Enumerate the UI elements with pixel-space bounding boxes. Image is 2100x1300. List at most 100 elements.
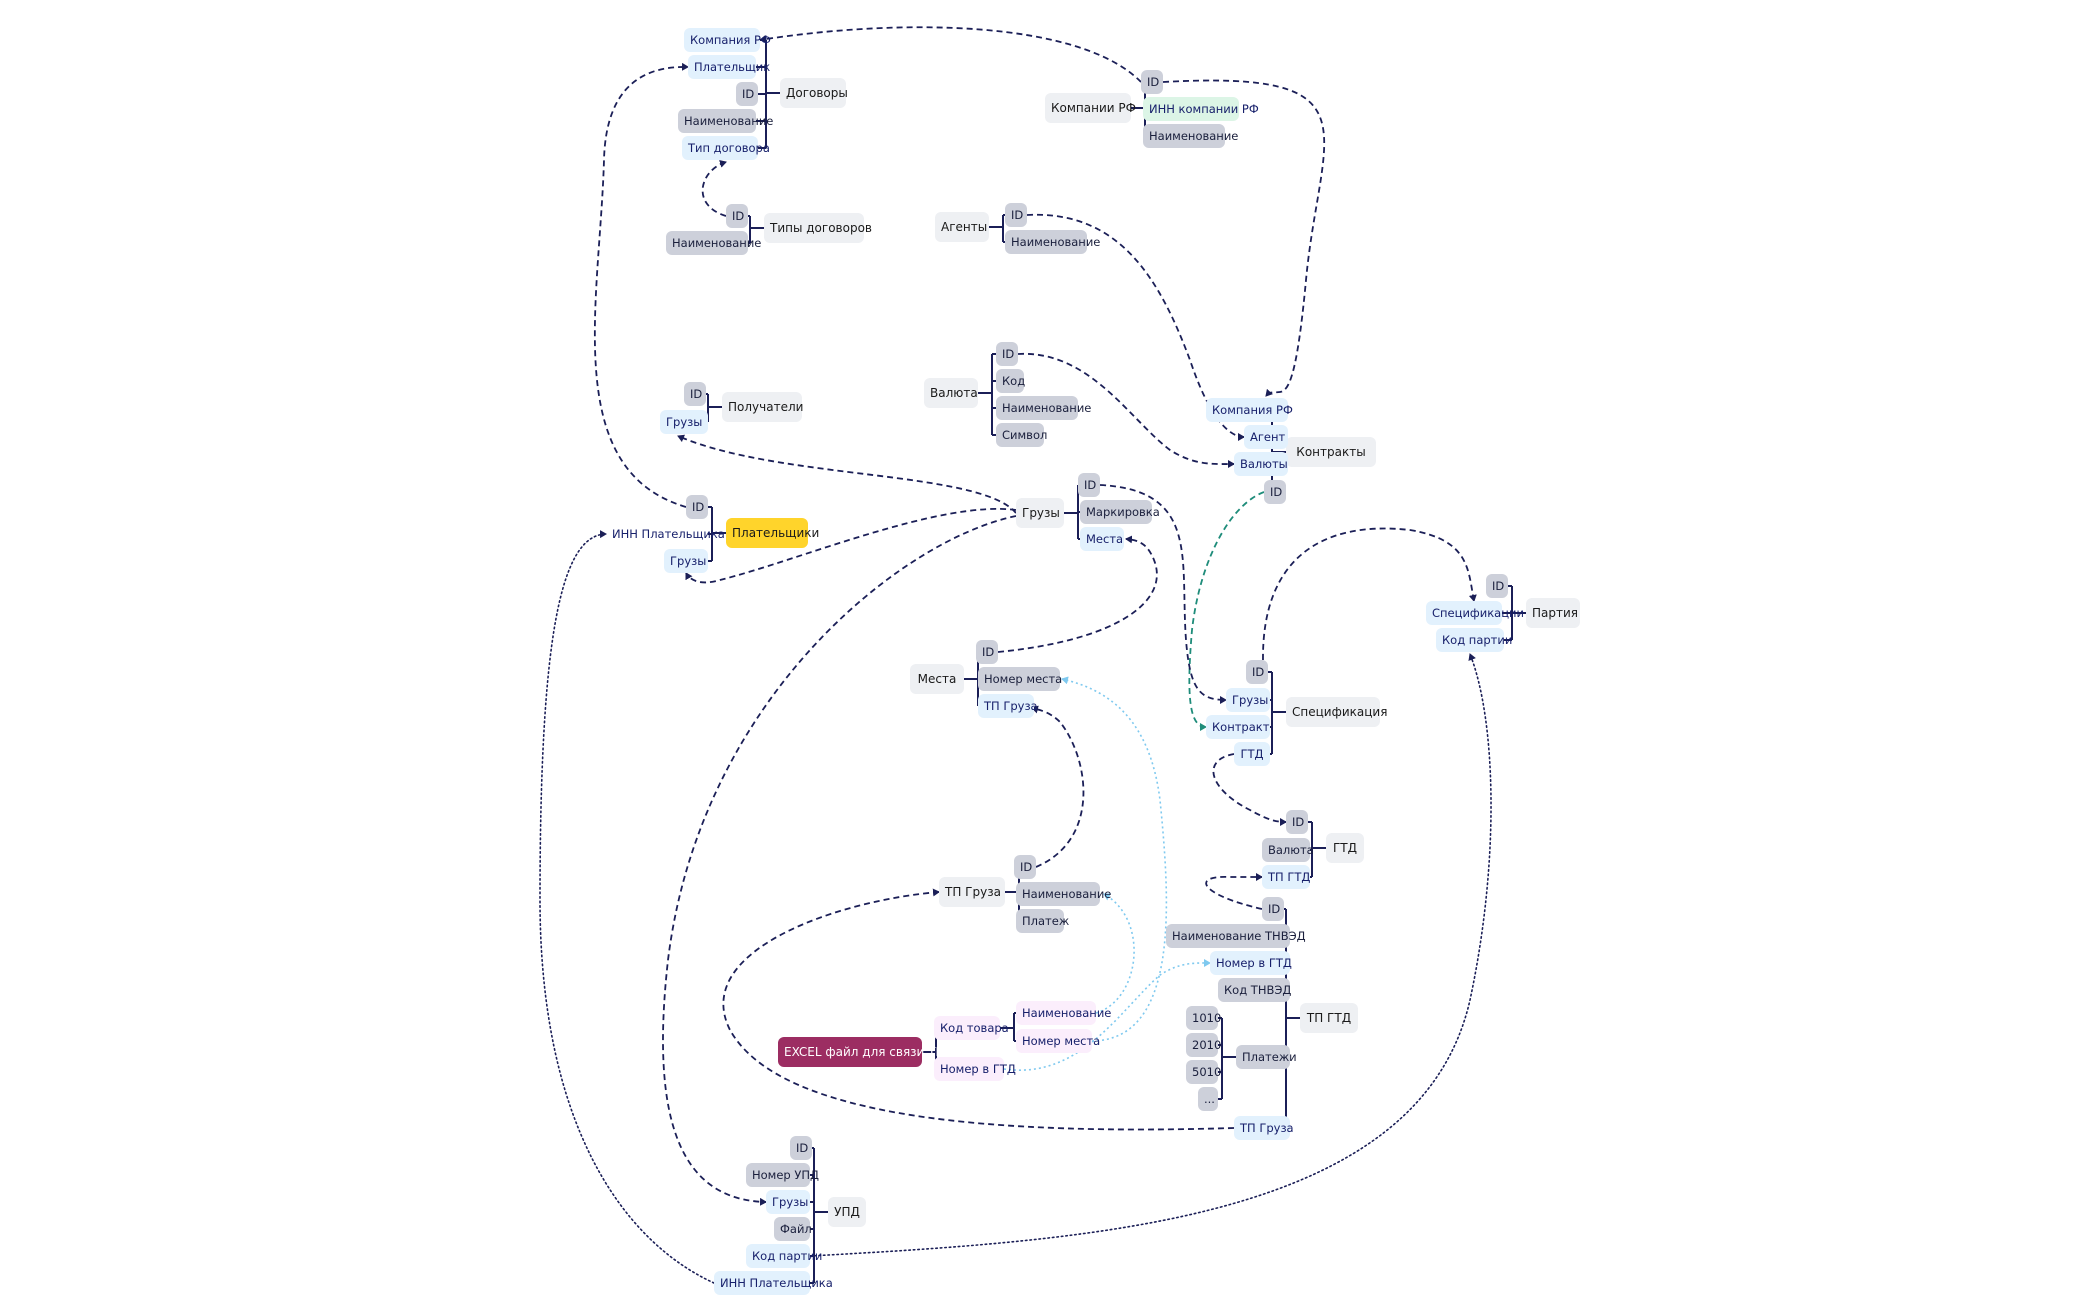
field-node-p2010[interactable]: 2010 — [1186, 1033, 1221, 1057]
field-node-pay-inn[interactable]: ИНН Плательщика — [612, 527, 725, 541]
field-node-upd-cargo[interactable]: Грузы — [766, 1190, 810, 1214]
link-cargo-to-upd-cargo — [662, 515, 1017, 1206]
field-node-p1010[interactable]: 1010 — [1186, 1006, 1221, 1030]
field-node-tpc-name[interactable]: Наименование — [1016, 882, 1111, 906]
field-node-upd-id[interactable]: ID — [790, 1136, 812, 1160]
field-node-ex-code[interactable]: Код товара — [934, 1016, 1009, 1040]
field-node-ag-name[interactable]: Наименование — [1005, 230, 1100, 254]
field-node-gtd-id[interactable]: ID — [1286, 810, 1308, 834]
field-node-dog-payer[interactable]: Плательщик — [688, 55, 770, 79]
table-node-t-gtd[interactable]: ГТД — [1326, 833, 1364, 863]
table-node-t-places[interactable]: Места — [910, 664, 964, 694]
field-node-party-code[interactable]: Код партии — [1436, 628, 1512, 652]
field-node-comp-inn[interactable]: ИНН компании РФ — [1143, 97, 1259, 121]
field-node-cargo-places[interactable]: Места — [1080, 527, 1124, 551]
field-node-tg-gtd-num[interactable]: Номер в ГТД — [1210, 951, 1292, 975]
link-payer-to-dog-payer — [593, 62, 689, 508]
table-node-t-excel[interactable]: EXCEL файл для связи ТП — [778, 1037, 945, 1067]
field-node-cur-id[interactable]: ID — [996, 342, 1018, 366]
table-node-t-currency[interactable]: Валюта — [924, 378, 978, 408]
table-node-t-party[interactable]: Партия — [1526, 598, 1580, 628]
branch-agents — [989, 214, 1005, 243]
field-node-spec-id[interactable]: ID — [1246, 660, 1268, 684]
field-node-tpc-payment[interactable]: Платеж — [1016, 909, 1069, 933]
field-node-cur-code[interactable]: Код — [996, 369, 1025, 393]
field-node-upd-inn[interactable]: ИНН Плательщика — [714, 1271, 833, 1295]
table-node-t-payers[interactable]: Плательщики — [726, 518, 819, 548]
field-node-tg-tpcargo[interactable]: ТП Груза — [1234, 1116, 1294, 1140]
field-node-dog-company[interactable]: Компания РФ — [684, 28, 771, 52]
branch-spec — [1268, 671, 1286, 755]
link-excel-place-to-pl-num — [1061, 676, 1168, 1042]
branch-currency — [978, 353, 996, 436]
field-node-cur-name[interactable]: Наименование — [996, 396, 1091, 420]
field-node-pl-tp[interactable]: ТП Груза — [978, 694, 1038, 718]
table-node-t-tpgtd[interactable]: ТП ГТД — [1300, 1003, 1358, 1033]
field-node-tg-tnved-name[interactable]: Наименование ТНВЭД — [1166, 924, 1306, 948]
field-node-upd-num[interactable]: Номер УПД — [746, 1163, 819, 1187]
table-node-t-agents[interactable]: Агенты — [935, 212, 989, 242]
field-node-party-id[interactable]: ID — [1486, 574, 1508, 598]
link-tpcargo-to-place-tp — [1031, 705, 1085, 868]
field-node-con-company[interactable]: Компания РФ — [1206, 398, 1293, 422]
link-upd-to-party-code — [809, 653, 1492, 1257]
field-node-pay-cargo[interactable]: Грузы — [664, 549, 708, 573]
field-node-comp-name[interactable]: Наименование — [1143, 124, 1238, 148]
field-node-tpc-id[interactable]: ID — [1014, 855, 1036, 879]
table-node-t-tpcargo[interactable]: ТП Груза — [939, 877, 1005, 907]
table-node-t-companies[interactable]: Компании РФ — [1045, 93, 1136, 123]
field-node-pay-id[interactable]: ID — [686, 495, 708, 519]
link-comp-to-dog-company — [759, 26, 1142, 83]
table-node-t-tipy[interactable]: Типы договоров — [764, 213, 872, 243]
field-node-rec-cargo[interactable]: Грузы — [660, 410, 708, 434]
field-node-con-agent[interactable]: Агент — [1244, 425, 1288, 449]
table-node-t-cargo[interactable]: Грузы — [1016, 498, 1064, 528]
field-node-spec-contract[interactable]: Контракт — [1206, 715, 1270, 739]
field-node-dog-id[interactable]: ID — [736, 82, 758, 106]
field-node-pdots[interactable]: ... — [1198, 1087, 1218, 1111]
field-node-cargo-mark[interactable]: Маркировка — [1080, 500, 1160, 524]
field-node-ex-name[interactable]: Наименование — [1016, 1001, 1111, 1025]
link-cargo-to-rec-cargo — [677, 434, 1017, 514]
field-node-tg-id[interactable]: ID — [1262, 897, 1284, 921]
field-node-upd-party[interactable]: Код партии — [746, 1244, 822, 1268]
field-node-tipy-id[interactable]: ID — [726, 204, 748, 228]
field-node-pl-num[interactable]: Номер места — [978, 667, 1062, 691]
field-node-party-spec[interactable]: Спецификации — [1426, 601, 1524, 625]
field-node-spec-gtd[interactable]: ГТД — [1234, 742, 1270, 766]
link-place-to-cargo-places — [997, 535, 1158, 653]
field-node-dog-name[interactable]: Наименование — [678, 109, 773, 133]
field-node-spec-cargo[interactable]: Грузы — [1226, 688, 1270, 712]
field-node-rec-id[interactable]: ID — [684, 382, 706, 406]
branch-recipients — [706, 393, 722, 422]
field-node-tg-tnved-code[interactable]: Код ТНВЭД — [1218, 978, 1291, 1002]
field-node-upd-file[interactable]: Файл — [774, 1217, 812, 1241]
field-node-ex-place-num[interactable]: Номер места — [1016, 1029, 1100, 1053]
table-node-t-recipients[interactable]: Получатели — [722, 392, 803, 422]
field-node-cur-symbol[interactable]: Символ — [996, 423, 1047, 447]
field-node-con-id[interactable]: ID — [1264, 480, 1286, 504]
field-node-gtd-tp[interactable]: ТП ГТД — [1262, 865, 1310, 889]
table-node-t-contracts[interactable]: Контракты — [1286, 437, 1376, 467]
field-node-tipy-name[interactable]: Наименование — [666, 231, 761, 255]
field-node-comp-id[interactable]: ID — [1141, 70, 1163, 94]
table-node-t-dogovory[interactable]: Договоры — [780, 78, 848, 108]
branch-payments — [1218, 1017, 1236, 1100]
field-node-pl-id[interactable]: ID — [976, 640, 998, 664]
link-tpgtd-to-tpcargo — [722, 888, 1235, 1131]
field-node-p5010[interactable]: 5010 — [1186, 1060, 1221, 1084]
field-node-cargo-id[interactable]: ID — [1078, 473, 1100, 497]
table-node-t-upd[interactable]: УПД — [828, 1197, 866, 1227]
table-node-t-spec[interactable]: Спецификация — [1286, 697, 1387, 727]
field-node-dog-type[interactable]: Тип договора — [682, 136, 770, 160]
field-node-con-currency[interactable]: Валюты — [1234, 452, 1288, 476]
link-tpgtd-to-gtd-tp — [1205, 873, 1263, 910]
field-node-gtd-currency[interactable]: Валюта — [1262, 838, 1314, 862]
link-upd-inn-to-payer-inn — [539, 530, 715, 1284]
field-node-tg-payments[interactable]: Платежи — [1236, 1045, 1297, 1069]
link-excel-name-to-tpc-name — [1095, 893, 1135, 1014]
field-node-ag-id[interactable]: ID — [1005, 203, 1027, 227]
field-node-ex-gtd-num[interactable]: Номер в ГТД — [934, 1057, 1016, 1081]
